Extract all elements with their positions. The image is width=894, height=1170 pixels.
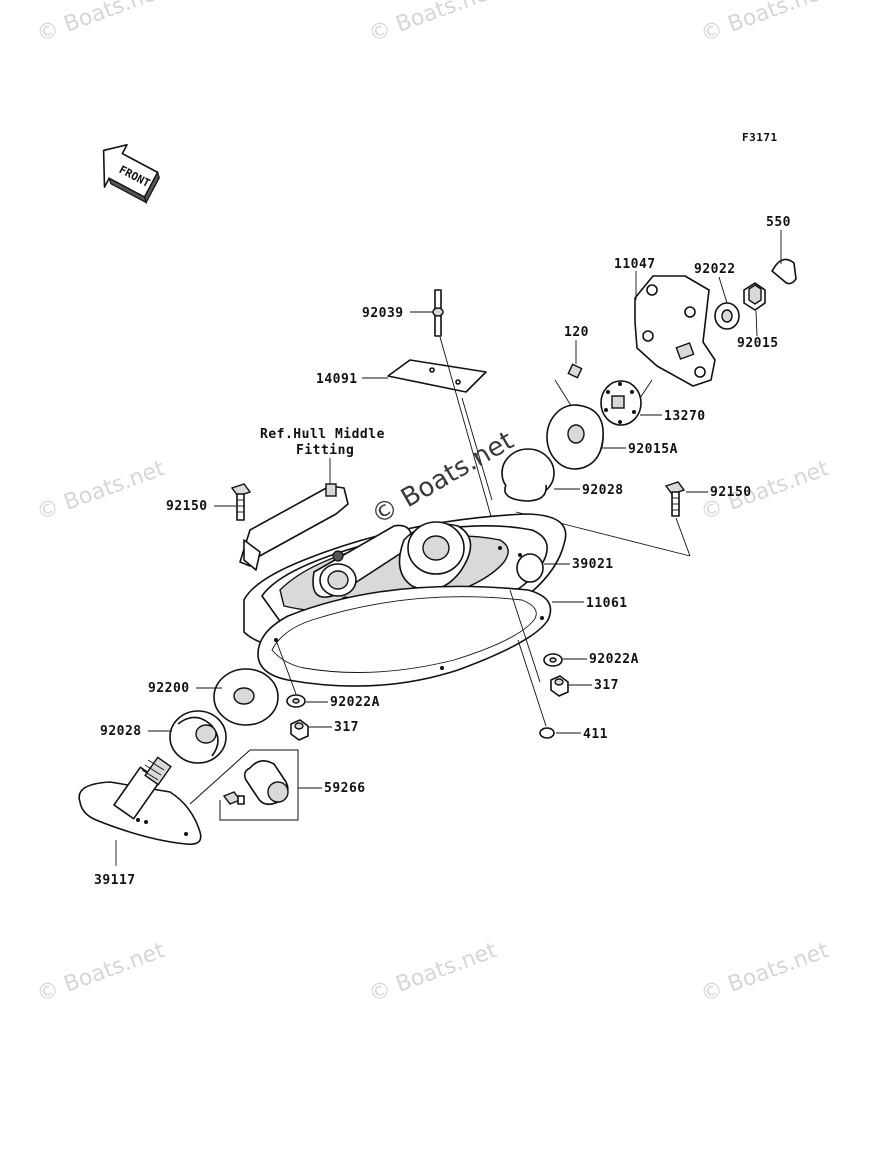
part-label-317-right: 317 [594, 678, 619, 693]
lever-39117 [78, 756, 202, 846]
watermark: © Boats.net [698, 938, 833, 1008]
figure-code: F3171 [742, 131, 778, 144]
part-label-13270: 13270 [664, 409, 706, 424]
kit-59266 [189, 749, 299, 821]
part-label-317-left: 317 [334, 720, 359, 735]
part-label-59266: 59266 [324, 781, 366, 796]
watermark-group: © Boats.net © Boats.net © Boats.net © Bo… [34, 0, 833, 1008]
bushing-92028-upper [501, 448, 555, 502]
washer-92022A-right [543, 653, 563, 667]
nut-317-left [290, 719, 309, 741]
cotter-pin-550 [771, 230, 797, 285]
part-label-411: 411 [583, 727, 608, 742]
part-label-92028-lower: 92028 [100, 724, 142, 739]
part-label-92039: 92039 [362, 306, 404, 321]
watermark: © Boats.net [34, 456, 169, 526]
part-label-92022A-left: 92022A [330, 695, 380, 710]
washer-92022 [714, 302, 740, 330]
hull-fitting-bracket [239, 483, 349, 571]
washer-411 [539, 727, 555, 739]
part-label-92150-right: 92150 [710, 485, 752, 500]
cover-plate-14091 [387, 359, 487, 393]
bracket-11047 [634, 275, 716, 387]
part-label-39021: 39021 [572, 557, 614, 572]
reference-note-line2: Fitting [296, 443, 354, 458]
washer-92200 [213, 668, 279, 726]
stud-92039 [432, 289, 444, 337]
part-label-11047: 11047 [614, 257, 656, 272]
bolt-120 [567, 363, 583, 379]
bushing-92028-lower [169, 710, 227, 764]
gasket [257, 585, 552, 687]
part-label-92015A: 92015A [628, 442, 678, 457]
part-label-14091: 14091 [316, 372, 358, 387]
bushing-92015A [546, 404, 604, 470]
plate-13270 [600, 380, 642, 426]
front-arrow-icon: FRONT [102, 143, 160, 205]
washer-92022A-left [286, 694, 306, 708]
part-label-92200: 92200 [148, 681, 190, 696]
part-label-120: 120 [564, 325, 589, 340]
bolt-92150-left [230, 483, 252, 521]
watermark: © Boats.net [366, 0, 501, 48]
part-label-39117: 39117 [94, 873, 136, 888]
reference-note-line1: Ref.Hull Middle [260, 427, 385, 442]
watermark: © Boats.net [34, 938, 169, 1008]
bolt-92150-right [664, 481, 686, 517]
part-label-92022A-right: 92022A [589, 652, 639, 667]
part-label-11061: 11061 [586, 596, 628, 611]
part-label-92015: 92015 [737, 336, 779, 351]
nut-317-right [550, 675, 569, 697]
castle-nut-92015 [743, 282, 766, 311]
part-label-550: 550 [766, 215, 791, 230]
watermark: © Boats.net [366, 938, 501, 1008]
part-label-92028-upper: 92028 [582, 483, 624, 498]
part-label-92022: 92022 [694, 262, 736, 277]
watermark: © Boats.net [698, 0, 833, 48]
part-label-92150-left: 92150 [166, 499, 208, 514]
watermark: © Boats.net [34, 0, 169, 48]
